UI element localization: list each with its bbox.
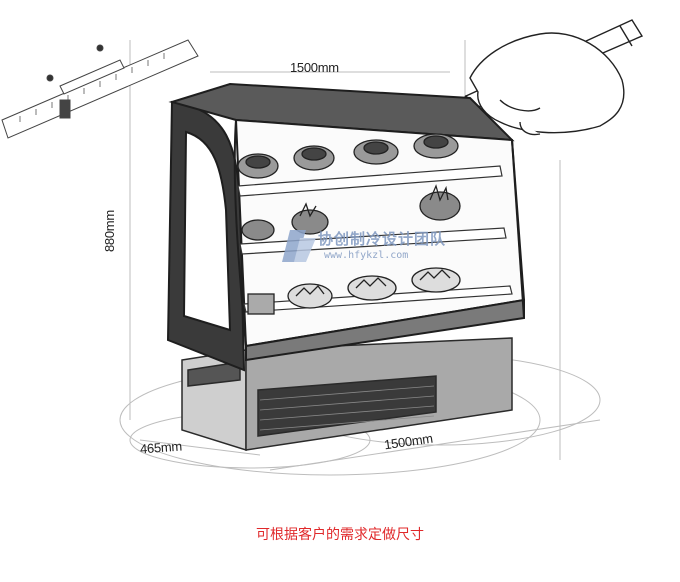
cakes-bottom-shelf: [247, 267, 461, 315]
cakes-middle-shelf: [241, 184, 461, 241]
dimension-depth: 465mm: [139, 438, 183, 457]
custom-size-caption: 可根据客户的需求定做尺寸: [256, 527, 424, 543]
dimension-width-top: 1500mm: [290, 60, 339, 75]
watermark-logo-icon: [282, 230, 316, 262]
cakes-top-shelf: [237, 133, 459, 179]
watermark-text: 协创制冷设计团队: [318, 230, 447, 248]
watermark-url: www.hfykzl.com: [324, 250, 409, 261]
dimension-height: 880mm: [102, 210, 117, 252]
cabinet-frame: [166, 82, 526, 372]
ruler-sketch: [1, 39, 199, 139]
cabinet-base: [181, 337, 513, 452]
